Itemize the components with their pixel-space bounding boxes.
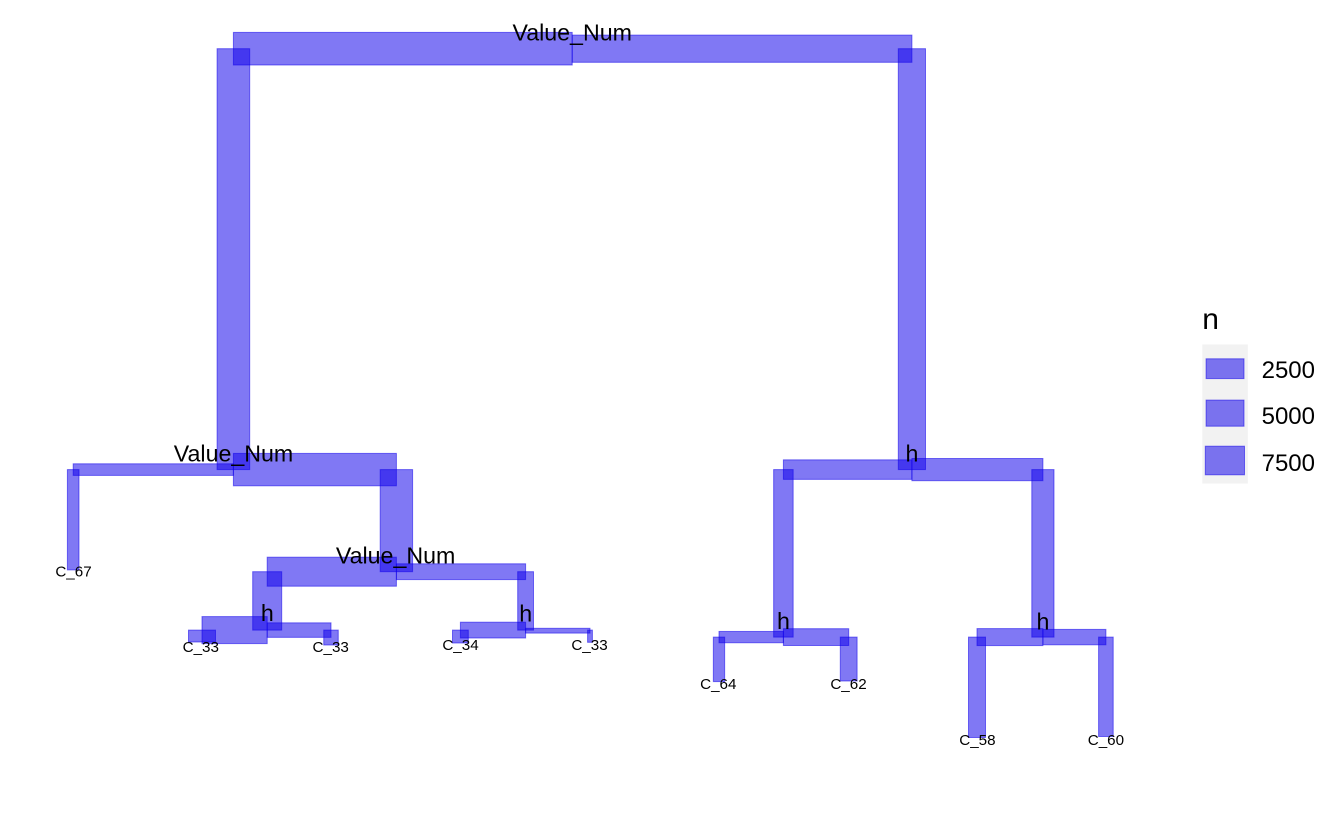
svg-text:C_62: C_62 [830,676,866,693]
svg-text:C_67: C_67 [55,564,91,581]
svg-text:7500: 7500 [1262,450,1315,477]
svg-text:5000: 5000 [1262,403,1315,430]
svg-text:Value_Num: Value_Num [512,20,631,46]
svg-text:h: h [905,441,918,467]
svg-text:C_58: C_58 [959,732,995,749]
svg-text:h: h [261,600,274,626]
svg-text:C_33: C_33 [183,639,219,656]
svg-text:C_60: C_60 [1088,732,1124,749]
svg-text:h: h [1036,608,1049,634]
svg-text:C_33: C_33 [571,637,607,654]
svg-text:Value_Num: Value_Num [174,440,293,466]
svg-text:h: h [777,608,790,634]
svg-text:n: n [1202,303,1219,336]
svg-text:h: h [519,600,532,626]
svg-text:Value_Num: Value_Num [336,542,455,568]
svg-text:2500: 2500 [1262,357,1315,384]
svg-text:C_34: C_34 [442,637,478,654]
svg-text:C_64: C_64 [700,676,736,693]
svg-text:C_33: C_33 [313,639,349,656]
